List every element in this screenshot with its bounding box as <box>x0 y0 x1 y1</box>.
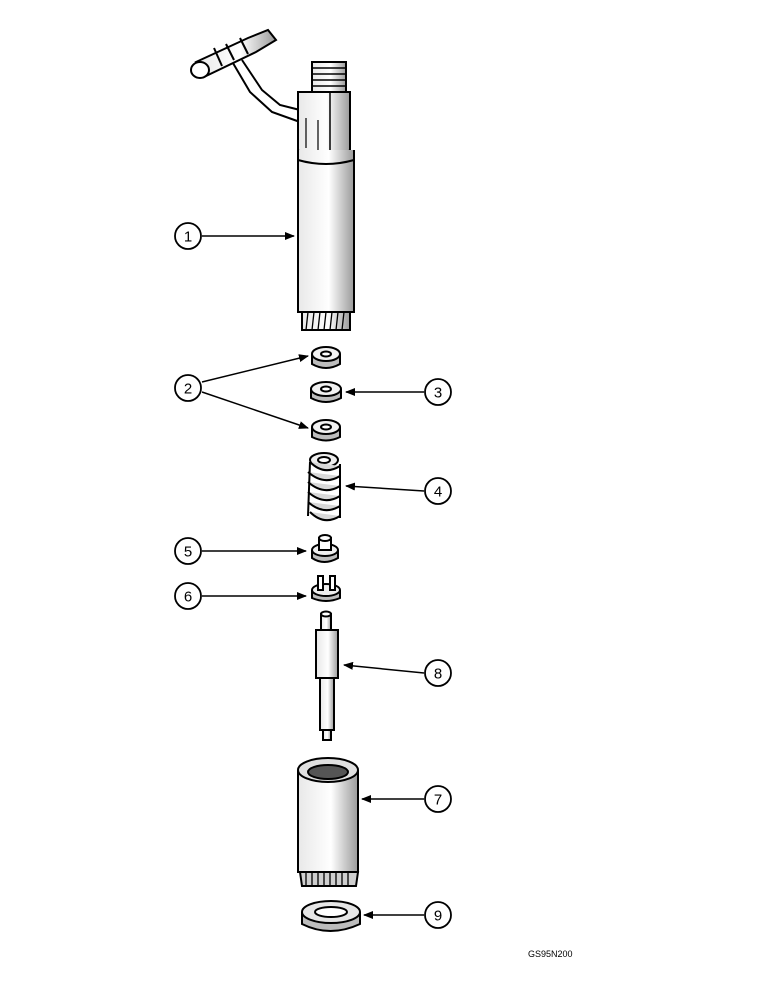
leader-4 <box>345 482 425 492</box>
callout-1-circle <box>174 222 202 250</box>
callout-8-circle <box>424 659 452 687</box>
spacer <box>311 575 341 602</box>
figure-reference-code: GS95N200 <box>528 949 573 959</box>
callout-9: 9 <box>434 908 442 925</box>
shim-upper <box>311 346 341 369</box>
shim-middle <box>310 381 342 403</box>
callout-4: 4 <box>434 484 442 501</box>
callout-6-circle <box>174 582 202 610</box>
callout-3: 3 <box>434 385 442 402</box>
callout-1: 1 <box>184 229 192 246</box>
spring <box>307 452 341 522</box>
nozzle-nut <box>297 757 360 887</box>
callout-2: 2 <box>184 381 192 398</box>
shim-lower <box>311 419 341 442</box>
callout-4-circle <box>424 477 452 505</box>
callout-7-circle <box>424 785 452 813</box>
callout-7: 7 <box>434 792 442 809</box>
leader-2b <box>201 391 309 429</box>
leader-2a <box>201 354 309 383</box>
washer <box>301 900 361 932</box>
callout-8: 8 <box>434 666 442 683</box>
callout-5-circle <box>174 537 202 565</box>
callout-6: 6 <box>184 589 192 606</box>
callout-5: 5 <box>184 544 192 561</box>
injector-body <box>190 28 355 331</box>
leader-8 <box>343 661 425 674</box>
callout-3-circle <box>424 378 452 406</box>
spring-seat <box>311 534 339 563</box>
callout-9-circle <box>424 901 452 929</box>
callout-2-circle <box>174 374 202 402</box>
needle <box>315 610 339 741</box>
